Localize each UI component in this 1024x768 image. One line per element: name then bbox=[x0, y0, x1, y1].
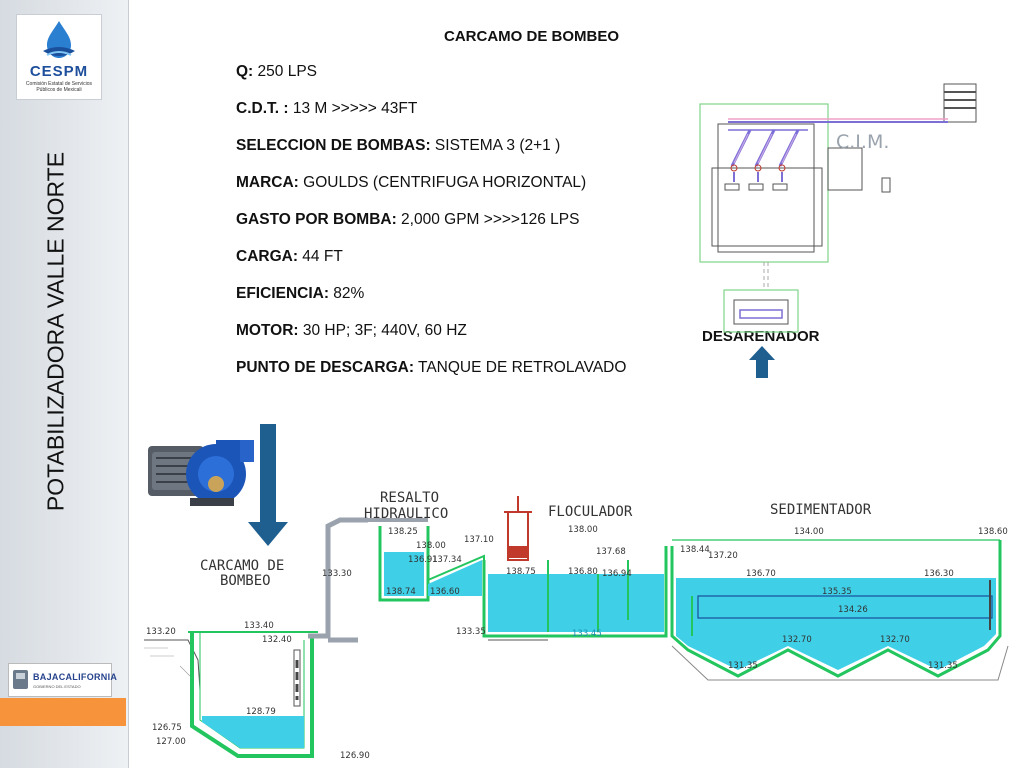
label-carcamo-2: BOMBEO bbox=[220, 573, 271, 589]
state-shield-icon bbox=[13, 670, 28, 689]
pump-icon bbox=[148, 440, 254, 506]
elevation-label: 136.94 bbox=[602, 569, 632, 579]
state-logo: BAJACALIFORNIA GOBIERNO DEL ESTADO bbox=[8, 663, 117, 697]
spec-flow: Q: 250 LPS bbox=[236, 63, 317, 80]
state-logo-subtitle: GOBIERNO DEL ESTADO bbox=[33, 684, 81, 689]
spec-cdt: C.D.T. : 13 M >>>>> 43FT bbox=[236, 100, 418, 117]
spec-flow-per-pump: GASTO POR BOMBA: 2,000 GPM >>>>126 LPS bbox=[236, 211, 580, 228]
profile-view: RESALTO HIDRAULICO FLOCULADOR SEDIMENTAD… bbox=[144, 490, 1009, 761]
elevation-label: 133.40 bbox=[244, 621, 274, 631]
schematic-drawing: C.I.M. bbox=[144, 83, 1009, 761]
elevation-label: 126.75 bbox=[152, 723, 182, 733]
logo-name: CESPM bbox=[29, 63, 89, 80]
label-hidraulico: HIDRAULICO bbox=[364, 506, 448, 522]
label-floculador: FLOCULADOR bbox=[548, 504, 633, 520]
elevation-label: 137.20 bbox=[708, 551, 738, 561]
elevation-label: 138.00 bbox=[416, 541, 446, 551]
logo-subtitle: Comisión Estatal de Servicios Públicos d… bbox=[25, 81, 93, 93]
page-title: CARCAMO DE BOMBEO bbox=[444, 28, 619, 45]
elevation-label: 132.70 bbox=[782, 635, 812, 645]
vertical-title: POTABILIZADORA VALLE NORTE bbox=[42, 151, 69, 512]
elevation-label: 135.35 bbox=[822, 587, 852, 597]
elevation-label: 133.20 bbox=[146, 627, 176, 637]
elevation-label: 136.30 bbox=[924, 569, 954, 579]
label-sedimentador: SEDIMENTADOR bbox=[770, 502, 872, 518]
down-arrow-icon bbox=[248, 424, 288, 546]
elevation-label: 136.80 bbox=[568, 567, 598, 577]
up-arrow-icon bbox=[749, 346, 775, 378]
elevation-label: 126.90 bbox=[340, 751, 370, 761]
plan-view: C.I.M. bbox=[699, 83, 977, 333]
elevation-label: 131.35 bbox=[728, 661, 758, 671]
spec-head: CARGA: 44 FT bbox=[236, 248, 343, 265]
elevation-label: 131.35 bbox=[928, 661, 958, 671]
cim-label: C.I.M. bbox=[836, 131, 889, 153]
elevation-label: 133.35 bbox=[456, 627, 486, 637]
elevation-label: 132.40 bbox=[262, 635, 292, 645]
elevation-label: 138.60 bbox=[978, 527, 1008, 537]
spec-motor: MOTOR: 30 HP; 3F; 440V, 60 HZ bbox=[236, 322, 467, 339]
elevation-label: 138.75 bbox=[506, 567, 536, 577]
spec-efficiency: EFICIENCIA: 82% bbox=[236, 285, 365, 302]
spec-brand: MARCA: GOULDS (CENTRIFUGA HORIZONTAL) bbox=[236, 174, 587, 191]
elevation-label: 136.70 bbox=[746, 569, 776, 579]
elevation-label: 132.70 bbox=[880, 635, 910, 645]
orange-accent-bar bbox=[0, 698, 126, 726]
elevation-label: 138.74 bbox=[386, 587, 416, 597]
elevation-label: 138.25 bbox=[388, 527, 418, 537]
elevation-label: 134.00 bbox=[794, 527, 824, 537]
state-logo-text: BAJACALIFORNIA bbox=[33, 672, 118, 682]
cespm-logo: CESPM Comisión Estatal de Servicios Públ… bbox=[16, 14, 102, 100]
spec-pump-selection: SELECCION DE BOMBAS: SISTEMA 3 (2+1 ) bbox=[236, 137, 561, 154]
water-drop-icon bbox=[43, 21, 75, 58]
elevation-label: 136.60 bbox=[430, 587, 460, 597]
elevation-label: 138.44 bbox=[680, 545, 710, 555]
elevation-label: 133.45 bbox=[572, 629, 602, 639]
elevation-label: 133.30 bbox=[322, 569, 352, 579]
elevation-label: 137.10 bbox=[464, 535, 494, 545]
label-carcamo-1: CARCAMO DE bbox=[200, 558, 284, 574]
elevation-label: 138.00 bbox=[568, 525, 598, 535]
elevation-label: 127.00 bbox=[156, 737, 186, 747]
label-resalto: RESALTO bbox=[380, 490, 439, 506]
sidebar: CESPM Comisión Estatal de Servicios Públ… bbox=[0, 0, 129, 768]
elevation-label: 134.26 bbox=[838, 605, 868, 615]
elevation-label: 136.91 bbox=[408, 555, 438, 565]
elevation-label: 137.68 bbox=[596, 547, 626, 557]
spec-discharge: PUNTO DE DESCARGA: TANQUE DE RETROLAVADO bbox=[236, 359, 627, 376]
elevation-label: 128.79 bbox=[246, 707, 276, 717]
elevation-label: 137.34 bbox=[432, 555, 462, 565]
